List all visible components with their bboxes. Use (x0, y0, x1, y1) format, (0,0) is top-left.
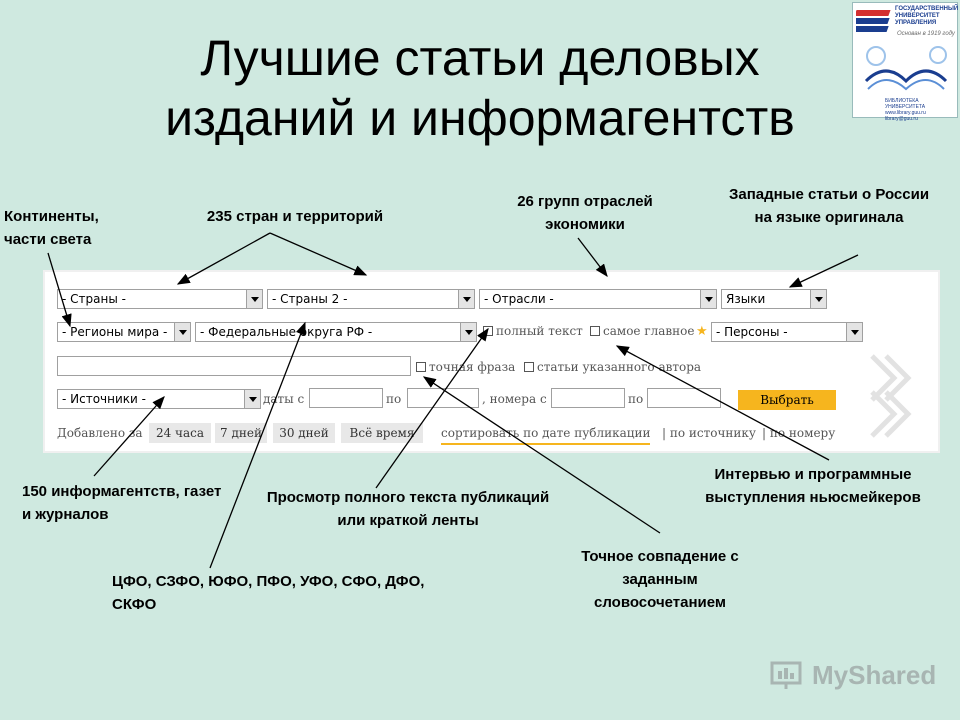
arrow-interviews (615, 345, 830, 461)
languages-select[interactable]: Языки (721, 289, 827, 309)
persons-select-value: - Персоны - (716, 325, 788, 339)
logo-emblem-icon (856, 10, 891, 32)
callout-western: Западные статьи о России на языке оригин… (728, 186, 930, 226)
arrow-countries-left (176, 232, 271, 285)
date-to-input[interactable] (407, 388, 479, 408)
countries-select-value: - Страны - (62, 292, 126, 306)
chevron-down-icon (700, 290, 716, 308)
period-all-button[interactable]: Всё время (341, 423, 423, 443)
callout-continents: Континенты, части света (4, 208, 99, 248)
logo-library-line2: www.library.guu.ru (885, 110, 926, 116)
districts-select-value: - Федеральные округа РФ - (200, 325, 373, 339)
period-24h-button[interactable]: 24 часа (149, 423, 211, 443)
chevron-down-icon (244, 390, 260, 408)
slide-title-line2: изданий и информагентств (165, 90, 795, 146)
callout-interviews: Интервью и программные выступления ньюсм… (705, 466, 921, 506)
sources-select-value: - Источники - (62, 392, 146, 406)
regions-select[interactable]: - Регионы мира - (57, 322, 191, 342)
dates-from-label: даты с (263, 392, 305, 406)
logo-library: БИБЛИОТЕКА УНИВЕРСИТЕТА www.library.guu.… (885, 98, 957, 122)
arrow-countries-right (269, 232, 368, 276)
full-text-label: полный текст (496, 324, 583, 338)
presentation-icon (770, 661, 802, 689)
arrow-continents (47, 252, 72, 328)
arrow-exact (422, 376, 661, 534)
number-from-input[interactable] (551, 388, 625, 408)
select-button[interactable]: Выбрать (738, 390, 836, 410)
languages-select-value: Языки (726, 292, 766, 306)
decorative-chevrons-icon (870, 354, 912, 438)
watermark: MyShared (770, 658, 936, 692)
countries-select[interactable]: - Страны - (57, 289, 263, 309)
period-7d-button[interactable]: 7 дней (215, 423, 267, 443)
chevron-down-icon (458, 290, 474, 308)
main-label: самое главное (603, 324, 695, 338)
search-form-panel: - Страны - - Страны 2 - - Отрасли - Язык… (43, 270, 940, 453)
search-input[interactable] (57, 356, 411, 376)
chevron-down-icon (460, 323, 476, 341)
chevron-down-icon (846, 323, 862, 341)
callout-agencies: 150 информагентств, газет и журналов (22, 483, 222, 523)
countries2-select-value: - Страны 2 - (272, 292, 348, 306)
logo-library-line3: library@guu.ru (885, 116, 918, 122)
arrow-agencies (93, 396, 165, 477)
arrow-industries (577, 237, 608, 278)
arrow-western (788, 254, 859, 288)
exact-phrase-label: точная фраза (429, 360, 516, 374)
watermark-text: MyShared (812, 659, 937, 690)
countries2-select[interactable]: - Страны 2 - (267, 289, 475, 309)
exact-phrase-checkbox[interactable] (416, 362, 426, 372)
author-checkbox[interactable] (524, 362, 534, 372)
regions-select-value: - Регионы мира - (62, 325, 168, 339)
chevron-down-icon (810, 290, 826, 308)
chevron-down-icon (174, 323, 190, 341)
sort-by-source-link[interactable]: | по источнику (662, 426, 756, 440)
arrow-fulltext (375, 327, 489, 489)
slide-title-line1: Лучшие статьи деловых (200, 30, 760, 86)
arrow-districts (209, 321, 306, 569)
districts-select[interactable]: - Федеральные округа РФ - (195, 322, 477, 342)
industries-select-value: - Отрасли - (484, 292, 554, 306)
logo-founded: Основан в 1919 году (897, 31, 955, 37)
slide-title: Лучшие статьи деловых изданий и информаг… (60, 28, 900, 148)
period-30d-button[interactable]: 30 дней (273, 423, 335, 443)
persons-select[interactable]: - Персоны - (711, 322, 863, 342)
numbers-to-label: по (628, 392, 644, 406)
callout-industries: 26 групп отраслей экономики (517, 193, 653, 233)
logo-library-line1: БИБЛИОТЕКА УНИВЕРСИТЕТА (885, 98, 926, 110)
numbers-from-label: , номера с (482, 392, 547, 406)
date-from-input[interactable] (309, 388, 383, 408)
dates-to-label: по (386, 392, 402, 406)
added-label: Добавлено за (57, 426, 143, 440)
author-label: статьи указанного автора (537, 360, 702, 374)
sort-by-number-link[interactable]: | по номеру (762, 426, 836, 440)
main-checkbox[interactable] (590, 326, 600, 336)
industries-select[interactable]: - Отрасли - (479, 289, 717, 309)
callout-countries: 235 стран и территорий (206, 208, 384, 225)
callout-exact: Точное совпадение с заданным словосочета… (581, 548, 739, 611)
callout-fulltext: Просмотр полного текста публикаций или к… (266, 489, 550, 529)
number-to-input[interactable] (647, 388, 721, 408)
logo-name: ГОСУДАРСТВЕННЫЙ УНИВЕРСИТЕТ УПРАВЛЕНИЯ (895, 6, 959, 26)
sort-by-date-link[interactable]: сортировать по дате публикации (441, 426, 651, 445)
callout-districts: ЦФО, СЗФО, ЮФО, ПФО, УФО, СФО, ДФО, СКФО (112, 573, 425, 613)
logo-book-icon (864, 46, 948, 91)
star-icon: ★ (696, 323, 708, 338)
chevron-down-icon (246, 290, 262, 308)
university-logo: ГОСУДАРСТВЕННЫЙ УНИВЕРСИТЕТ УПРАВЛЕНИЯ О… (852, 2, 959, 122)
